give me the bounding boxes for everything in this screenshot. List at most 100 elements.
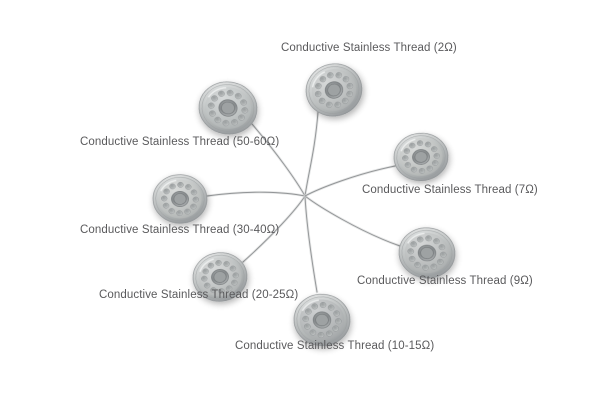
bobbin-hole xyxy=(302,315,309,322)
bobbin-hole xyxy=(433,153,440,159)
bobbin-hole xyxy=(304,323,311,330)
bobbin-hole xyxy=(319,76,327,83)
bobbin-hole xyxy=(319,301,327,308)
bobbin-hole xyxy=(426,165,433,172)
bobbin-hole xyxy=(177,181,184,188)
bobbin-hole xyxy=(201,275,208,282)
bobbin-hole xyxy=(335,318,342,325)
bobbin-hole xyxy=(203,282,211,289)
bobbin-hole xyxy=(169,183,176,190)
spool-10-15ohm xyxy=(293,293,351,347)
bobbin-hole xyxy=(326,330,333,337)
bobbin-hole xyxy=(176,210,183,217)
bobbin-hole xyxy=(202,268,209,275)
label-spool-20-25ohm: Conductive Stainless Thread (20-25Ω) xyxy=(99,289,299,301)
bobbin-hole xyxy=(410,166,418,173)
bobbin-hole xyxy=(238,114,245,121)
bobbin-hole xyxy=(229,265,237,272)
label-spool-50-60ohm: Conductive Stainless Thread (50-60Ω) xyxy=(80,136,280,148)
bobbin-hole xyxy=(431,146,438,152)
thread-strand-2Ω xyxy=(304,111,319,197)
spool-9ohm xyxy=(398,227,456,279)
bobbin-hole xyxy=(433,238,440,245)
bobbin-hole xyxy=(416,140,424,146)
bobbin-hole xyxy=(305,308,312,315)
bobbin-hole xyxy=(342,76,350,83)
thread-strand-7Ω xyxy=(304,165,396,197)
bobbin-hole xyxy=(207,262,214,269)
bobbin-hole xyxy=(341,97,349,104)
bobbin-hole xyxy=(314,90,322,97)
spool-group xyxy=(152,63,456,347)
label-spool-7ohm: Conductive Stainless Thread (7Ω) xyxy=(362,184,538,196)
bobbin-hole xyxy=(326,101,333,108)
label-spool-9ohm: Conductive Stainless Thread (9Ω) xyxy=(357,275,533,287)
bobbin-hole xyxy=(424,141,432,148)
spool-30-40ohm xyxy=(152,174,208,224)
bobbin-hole xyxy=(318,97,326,104)
bobbin-hole xyxy=(190,189,198,196)
bobbin-hole xyxy=(185,184,192,190)
bobbin-hole xyxy=(437,258,444,265)
bobbin-hole xyxy=(163,188,170,195)
bobbin-hole xyxy=(218,90,225,97)
label-spool-30-40ohm: Conductive Stainless Thread (30-40Ω) xyxy=(80,224,280,236)
spool-7ohm xyxy=(393,132,449,182)
spool-50-60ohm xyxy=(198,81,258,135)
bobbin-hole xyxy=(327,304,335,311)
bobbin-hole xyxy=(438,244,446,251)
thread-strand-20-25Ω xyxy=(242,195,306,263)
thread-group xyxy=(205,110,402,294)
bobbin-hole xyxy=(416,236,424,243)
label-spool-2ohm: Conductive Stainless Thread (2Ω) xyxy=(281,42,457,54)
spool-2ohm xyxy=(305,63,363,117)
bobbin-hole xyxy=(335,72,342,79)
bobbin-hole xyxy=(192,196,199,203)
bobbin-hole xyxy=(210,287,217,293)
bobbin-hole xyxy=(332,325,339,332)
bobbin-hole xyxy=(431,160,439,166)
bobbin-hole xyxy=(207,102,215,109)
bobbin-hole xyxy=(226,89,234,96)
bobbin-hole xyxy=(311,303,318,310)
bobbin-hole xyxy=(418,168,426,174)
bobbin-hole xyxy=(425,235,432,242)
bobbin-hole xyxy=(309,329,317,336)
label-spool-10-15ohm: Conductive Stainless Thread (10-15Ω) xyxy=(235,340,435,352)
bobbin-hole xyxy=(215,260,222,266)
thread-strand-50-60Ω xyxy=(251,123,306,197)
bobbin-hole xyxy=(231,119,238,126)
thread-halo xyxy=(303,194,402,248)
bobbin-hole xyxy=(414,261,421,268)
bobbin-hole xyxy=(409,142,416,149)
bobbin-hole xyxy=(327,72,334,79)
bobbin-hole xyxy=(346,90,353,97)
bobbin-hole xyxy=(346,83,354,90)
bobbin-hole xyxy=(430,263,438,270)
bobbin-hole xyxy=(184,208,191,215)
bobbin-hole xyxy=(240,99,247,106)
bobbin-hole xyxy=(211,95,218,102)
bobbin-hole xyxy=(407,248,414,255)
thread-strand-30-40Ω xyxy=(206,191,306,197)
thread-halo xyxy=(303,194,319,294)
bobbin-hole xyxy=(234,93,242,100)
bobbin-hole xyxy=(223,261,230,267)
bobbin-hole xyxy=(403,148,411,154)
bobbin-hole xyxy=(315,83,322,90)
bobbin-hole xyxy=(402,155,409,161)
bobbin-hole xyxy=(404,162,411,168)
thread-strand-9Ω xyxy=(304,195,401,247)
bobbin-hole xyxy=(410,241,417,248)
bobbin-hole xyxy=(218,288,225,294)
bobbin-hole xyxy=(317,332,325,339)
bobbin-hole xyxy=(422,264,429,271)
bobbin-hole xyxy=(209,110,216,117)
bobbin-hole xyxy=(232,272,239,279)
bobbin-hole xyxy=(161,195,168,202)
bobbin-hole xyxy=(231,279,238,286)
bobbin-hole xyxy=(162,202,170,209)
bobbin-hole xyxy=(408,255,416,262)
